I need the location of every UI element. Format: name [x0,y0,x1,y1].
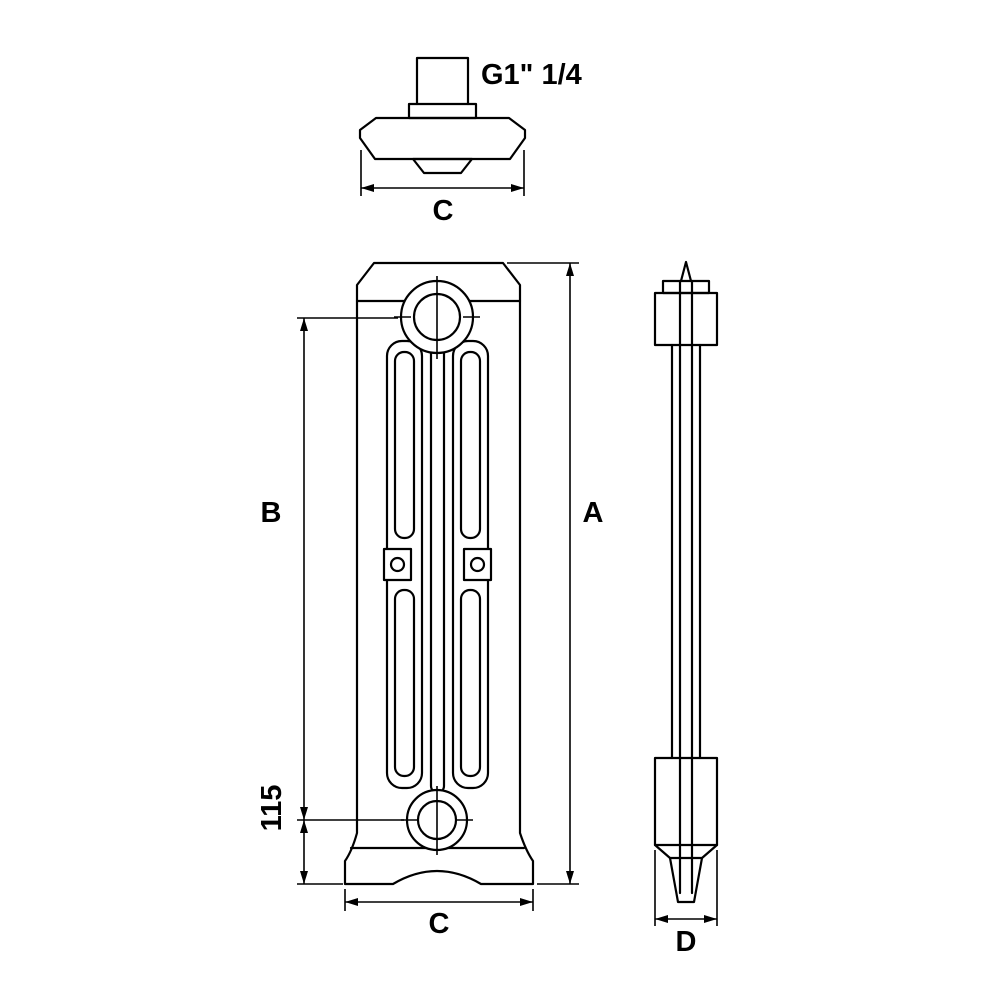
dim-extension-lines-a [507,262,579,885]
right-lower-slot [459,588,482,778]
hub-to-floor-label: 115 [256,785,288,832]
arrowhead-right-icon [704,915,717,923]
top-hub-center-marks [394,276,480,359]
pipe-stub [415,56,470,106]
section-top-cap [358,116,527,161]
left-lug-hole [389,556,406,573]
bottom-hub-center-marks [401,786,473,855]
arrowhead-left-icon [361,184,374,192]
dim-extension-lines-bottom-c [344,889,534,911]
center-rib [429,344,446,794]
arrowhead-down-icon [300,871,308,884]
side-column-outer [670,343,702,760]
side-foot-chamfer [653,843,719,860]
bottom-width-label: C [429,908,450,940]
side-top-step [661,279,711,295]
side-top-hub-block [653,291,719,347]
arrowhead-up-icon [300,820,308,833]
depth-label: D [676,926,697,958]
pipe-collar [407,102,478,120]
top-cap-hub [411,157,474,175]
right-upper-slot [459,350,482,540]
left-upper-slot [393,350,416,540]
arrowhead-right-icon [520,898,533,906]
side-bottom-hub-block [653,756,719,847]
right-lug-hole [469,556,486,573]
side-top-tip [679,260,693,283]
arrowhead-left-icon [345,898,358,906]
dim-extension-lines-d [654,850,718,926]
arrowhead-down-icon [300,807,308,820]
arrowhead-up-icon [566,263,574,276]
top-view: G1" 1/4 C [358,56,582,227]
top-width-label: C [433,195,454,227]
overall-height-label: A [583,497,604,529]
front-view: A B 115 C [256,261,604,940]
side-column-inner [678,279,694,895]
arrowhead-down-icon [566,871,574,884]
side-foot [668,856,704,904]
arrowhead-right-icon [511,184,524,192]
dim-extension-lines-b [297,317,404,821]
arrowhead-up-icon [300,318,308,331]
left-lower-slot [393,588,416,778]
side-view: D [653,260,719,958]
arrowhead-left-icon [655,915,668,923]
thread-size-label: G1" 1/4 [481,59,582,91]
hub-distance-label: B [261,497,282,529]
